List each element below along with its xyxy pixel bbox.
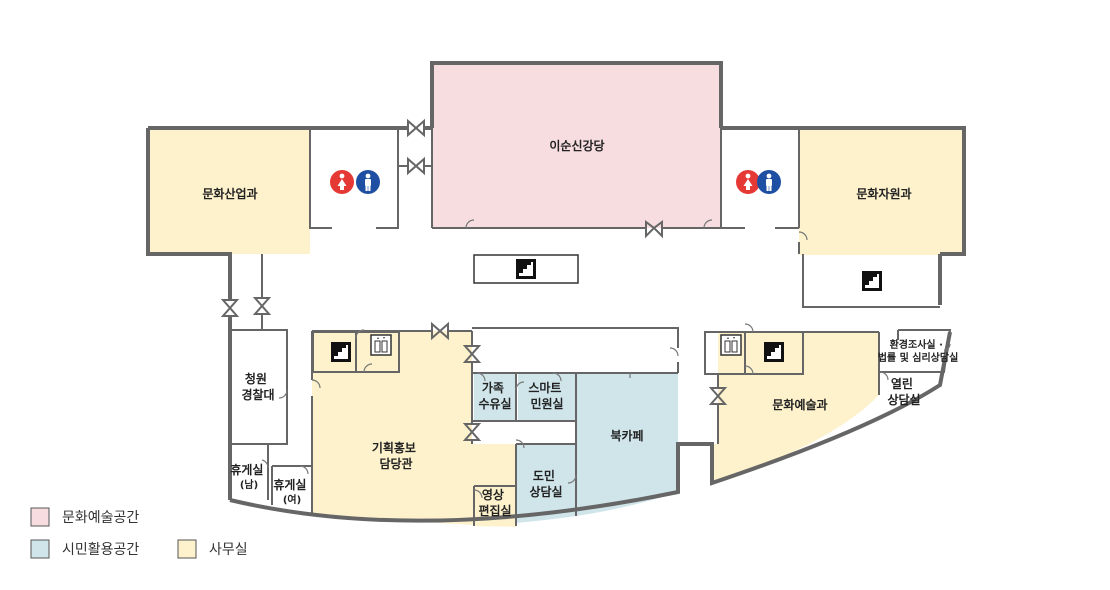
door-restroom xyxy=(407,156,425,176)
restroom-icon xyxy=(736,170,781,194)
room-culture-industry[interactable] xyxy=(149,129,310,254)
room-smart-civil[interactable] xyxy=(518,373,576,421)
door-left-corridor xyxy=(252,297,272,315)
door-left-vertical xyxy=(220,299,240,317)
door-culture-art xyxy=(708,387,728,405)
restroom-icon xyxy=(330,170,380,194)
elevator-icon xyxy=(370,334,392,356)
label-culture-resource: 문화자원과 xyxy=(856,186,911,201)
label-video-edit: 영상 편집실 xyxy=(478,487,511,518)
label-smart-civil: 스마트 민원실 xyxy=(528,380,565,411)
room-book-cafe[interactable] xyxy=(576,373,678,516)
svg-text:시민활용공간: 시민활용공간 xyxy=(62,542,139,558)
label-auditorium: 이순신강당 xyxy=(549,138,604,153)
label-culture-art-dept: 문화예술과 xyxy=(772,397,827,412)
label-lounge-female: 휴게실 (여) xyxy=(273,477,310,506)
icons xyxy=(330,170,882,362)
stairs-icon xyxy=(331,342,351,362)
legend-item-civic-use: 시민활용공간 xyxy=(30,539,139,559)
legend-item-office: 사무실 xyxy=(177,539,248,559)
walls xyxy=(146,61,966,526)
room-planning-pr[interactable] xyxy=(312,331,516,527)
svg-text:문화예술공간: 문화예술공간 xyxy=(62,510,139,526)
label-env-legal: 환경조사실 · 법률 및 심리상담실 xyxy=(878,338,959,364)
door-auditorium-bottom xyxy=(645,220,663,239)
svg-text:사무실: 사무실 xyxy=(209,542,248,558)
legend: 문화예술공간 시민활용공간 사무실 xyxy=(30,507,248,559)
door-planning-top xyxy=(431,321,449,341)
room-family-nursing[interactable] xyxy=(474,373,516,421)
label-family-nursing: 가족 수유실 xyxy=(478,380,511,411)
room-citizen-consult[interactable] xyxy=(516,444,576,523)
label-lounge-male: 휴게실 (남) xyxy=(230,462,267,491)
room-culture-art-dept[interactable] xyxy=(712,332,879,483)
label-open-consult: 열린 상담실 xyxy=(887,376,920,407)
label-book-cafe: 북카페 xyxy=(610,428,643,443)
door-top-left xyxy=(407,118,425,138)
stairs-icon xyxy=(764,342,784,362)
stairs-icon xyxy=(862,271,882,291)
label-citizen-consult: 도민 상담실 xyxy=(529,468,562,499)
label-planning-pr: 기획홍보 담당관 xyxy=(372,440,420,471)
door-center-2 xyxy=(462,423,482,441)
room-auditorium[interactable] xyxy=(433,63,721,228)
room-culture-resource[interactable] xyxy=(799,130,964,255)
room-labels: 이순신강당 문화산업과 문화자원과 청원 경찰대 기획홍보 담당관 가족 수유실… xyxy=(202,138,958,518)
room-fills xyxy=(149,63,964,527)
label-culture-industry: 문화산업과 xyxy=(202,186,257,201)
elevator-icon xyxy=(720,334,742,356)
label-police: 청원 경찰대 xyxy=(241,371,274,402)
legend-item-culture-art: 문화예술공간 xyxy=(30,507,139,527)
door-center-1 xyxy=(462,345,482,363)
stairs-icon xyxy=(516,259,536,279)
